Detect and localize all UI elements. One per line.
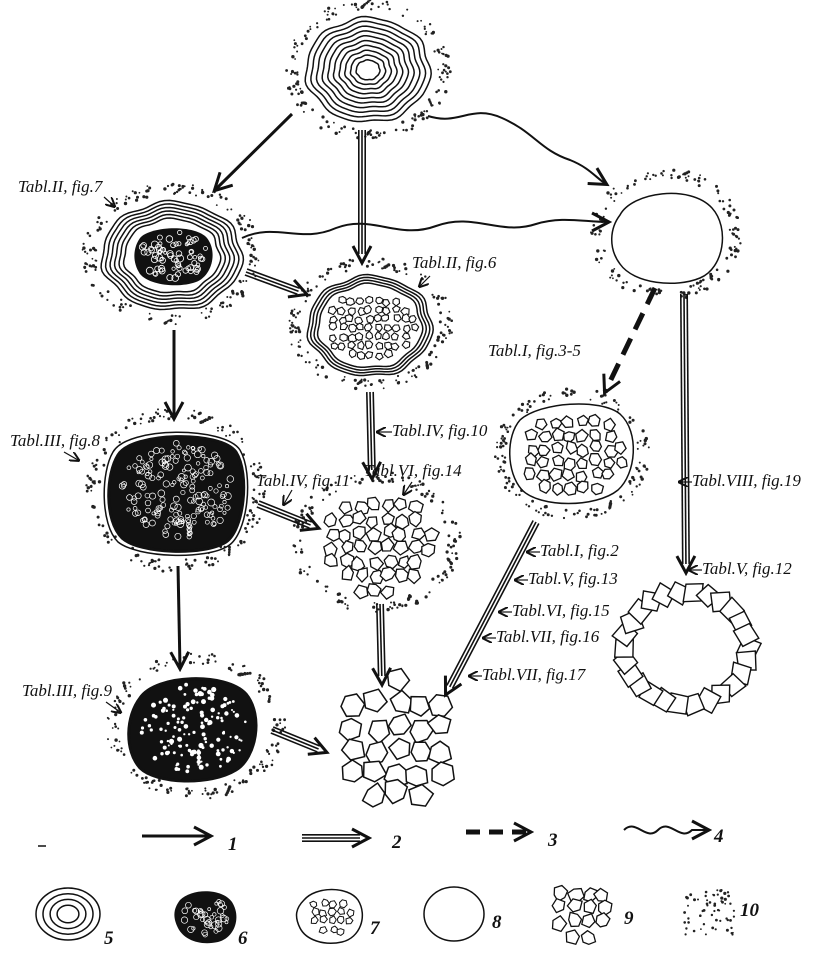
label-tabl-iv-fig-10: Tabl.IV, fig.10 <box>392 421 488 440</box>
legend-label-8: 8 <box>492 912 502 933</box>
legend-symbol-7 <box>297 890 363 944</box>
arrow-dashed <box>605 288 655 392</box>
legend-symbol-6 <box>174 891 236 943</box>
nodule-mottled <box>129 679 256 781</box>
label-tabl-vii-fig-17: Tabl.VII, fig.17 <box>482 665 587 684</box>
arrow-wavy <box>242 220 608 238</box>
legend: 1 2 3 4 5 6 7 8 9 10 <box>36 826 760 949</box>
polygonal-aggregate-right <box>510 404 634 504</box>
label-tabl-i-fig-2: Tabl.I, fig.2 <box>540 541 619 560</box>
nodule-dark <box>104 432 247 555</box>
legend-arrow-wavy <box>624 827 708 834</box>
label-tabl-vii-fig-16: Tabl.VII, fig.16 <box>496 627 600 646</box>
label-tabl-vi-fig-14: Tabl.VI, fig.14 <box>364 461 462 480</box>
label-tabl-ii-fig-7: Tabl.II, fig.7 <box>18 177 104 196</box>
nodule-homogeneous <box>612 193 723 283</box>
legend-label-9: 9 <box>624 908 634 929</box>
legend-label-4: 4 <box>713 826 724 847</box>
label-tabl-v-fig-12: Tabl.V, fig.12 <box>702 559 792 578</box>
label-tabl-iv-fig-11: Tabl.IV, fig.11 <box>256 471 350 490</box>
label-tabl-iii-fig-8: Tabl.III, fig.8 <box>10 431 101 450</box>
label-tabl-i-fig-3-5: Tabl.I, fig.3-5 <box>488 341 581 360</box>
nodule-dark-core <box>101 200 243 309</box>
legend-label-10: 10 <box>740 900 760 921</box>
legend-symbol-9 <box>552 886 612 945</box>
concentric-nodule-top <box>305 17 431 122</box>
arrow-simple <box>178 566 180 668</box>
arrow-simple <box>215 114 292 190</box>
legend-label-2: 2 <box>391 832 402 853</box>
label-tabl-ii-fig-6: Tabl.II, fig.6 <box>412 253 497 272</box>
legend-label-7: 7 <box>370 918 381 939</box>
arrow-wavy <box>428 113 606 184</box>
label-tabl-viii-fig-19: Tabl.VIII, fig.19 <box>692 471 801 490</box>
label-tabl-iii-fig-9: Tabl.III, fig.9 <box>22 681 113 700</box>
label-tabl-vi-fig-15: Tabl.VI, fig.15 <box>512 601 610 620</box>
crystal-ring <box>612 582 761 716</box>
legend-label-3: 3 <box>547 830 558 851</box>
legend-label-1: 1 <box>228 834 238 855</box>
crystal-cluster-bottom <box>339 669 454 807</box>
label-tabl-v-fig-13: Tabl.V, fig.13 <box>528 569 618 588</box>
legend-symbol-8 <box>424 887 484 941</box>
legend-label-5: 5 <box>104 928 114 949</box>
legend-symbol-10 <box>683 889 735 936</box>
polygonal-aggregate-center <box>324 497 439 599</box>
legend-label-6: 6 <box>238 928 248 949</box>
nodule-polygonal-core <box>307 275 433 376</box>
